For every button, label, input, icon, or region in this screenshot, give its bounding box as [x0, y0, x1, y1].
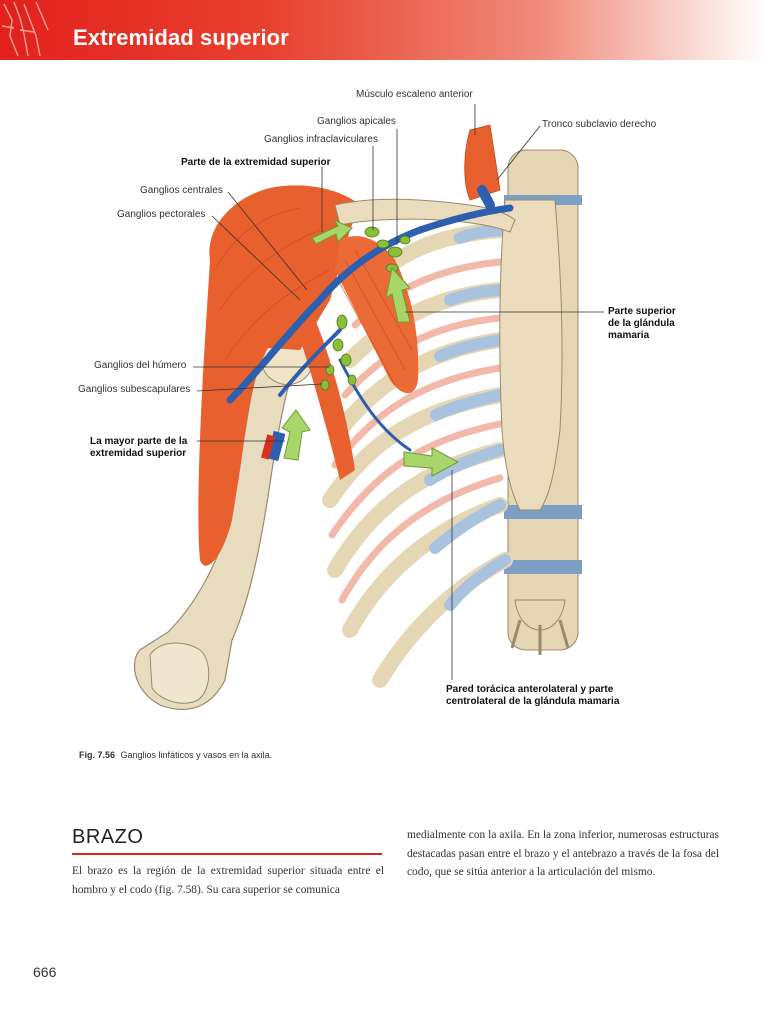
- clavicle-bone: [334, 198, 516, 233]
- figure-caption: Fig. 7.56 Ganglios linfáticos y vasos en…: [79, 750, 272, 760]
- figure-caption-text: Ganglios linfáticos y vasos en la axila.: [120, 750, 273, 760]
- label-ganglios-centrales: Ganglios centrales: [140, 185, 223, 196]
- label-mamaria-superior-line3: mamaria: [608, 330, 650, 341]
- lymph-flow-arrows: [281, 218, 460, 477]
- label-mamaria-superior-line1: Parte superior: [608, 306, 676, 317]
- body-text-right-column: medialmente con la axila. En la zona inf…: [407, 829, 719, 878]
- label-parte-extremidad: Parte de la extremidad superior: [181, 157, 331, 168]
- axillary-vein: [226, 185, 514, 452]
- label-mayor-parte-line2: extremidad superior: [90, 448, 187, 459]
- scalene-muscle: [464, 124, 501, 201]
- label-escaleno-anterior: Músculo escaleno anterior: [356, 89, 473, 100]
- deltoid-muscle: [198, 185, 360, 566]
- label-ganglios-subescapulares: Ganglios subescapulares: [78, 384, 191, 395]
- label-mayor-parte-line1: La mayor parte de la: [90, 436, 188, 447]
- axilla-lymph-illustration: [133, 104, 604, 710]
- label-ganglios-infraclaviculares: Ganglios infraclaviculares: [264, 134, 378, 145]
- label-ganglios-pectorales: Ganglios pectorales: [117, 209, 206, 220]
- label-pared-toracica-line1: Pared torácica anterolateral y parte: [446, 684, 614, 695]
- sternum-bone: [499, 199, 563, 511]
- label-ganglios-humero: Ganglios del húmero: [94, 360, 187, 371]
- label-ganglios-apicales: Ganglios apicales: [317, 116, 396, 127]
- label-mamaria-superior-line2: de la glándula: [608, 318, 675, 329]
- arm-vein-stub: [266, 430, 286, 462]
- label-leader-lines: [193, 104, 604, 680]
- body-text-left-column: El brazo es la región de la extremidad s…: [72, 865, 384, 896]
- chapter-header-band: [0, 0, 768, 60]
- figure-number: Fig. 7.56: [79, 750, 116, 760]
- section-heading-rule: [72, 853, 382, 855]
- lymph-nodes: [320, 226, 411, 391]
- chapter-title: Extremidad superior: [73, 25, 289, 50]
- label-pared-toracica-line2: centrolateral de la glándula mamaria: [446, 696, 620, 707]
- section-heading: BRAZO: [72, 826, 144, 848]
- label-tronco-subclavio: Tronco subclavio derecho: [542, 119, 657, 130]
- header-skeleton-icon: [1, 1, 49, 57]
- page-number: 666: [33, 964, 57, 980]
